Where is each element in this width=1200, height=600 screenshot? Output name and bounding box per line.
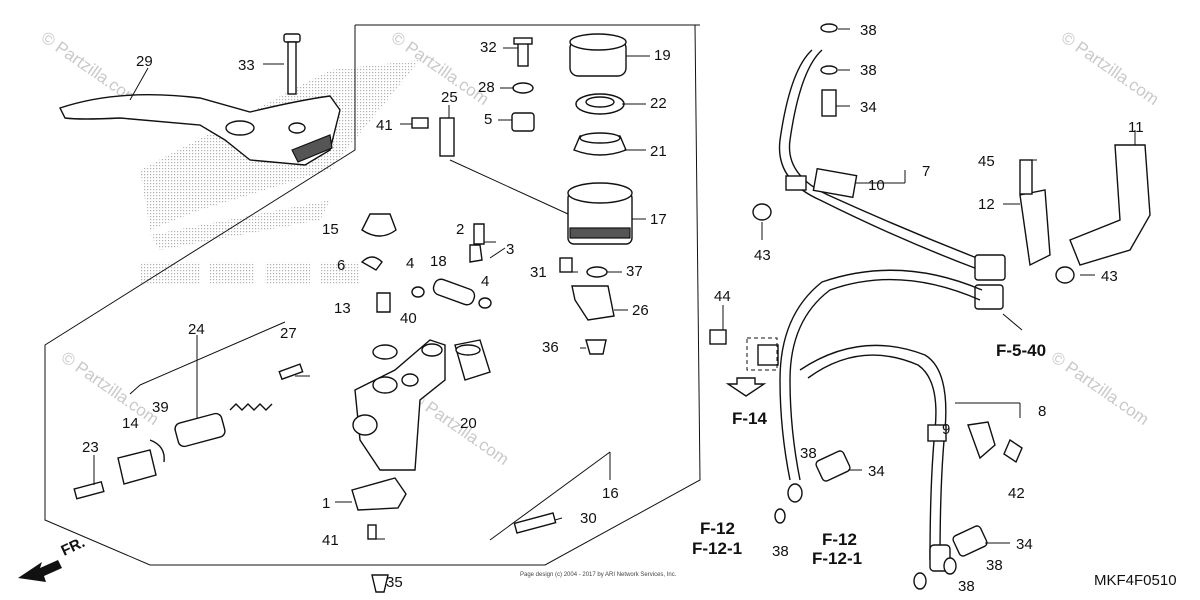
callout-36: 36 [542, 339, 559, 356]
callout-14: 14 [122, 415, 139, 432]
reservoir-diaphragm[interactable] [573, 132, 627, 156]
callout-20: 20 [460, 415, 477, 432]
master-cylinder-body[interactable] [352, 339, 446, 471]
callout-7: 7 [922, 163, 930, 180]
callout-28: 28 [478, 79, 495, 96]
callout-22: 22 [650, 95, 667, 112]
callout-38: 38 [772, 543, 789, 560]
callout-labels: 29 33 41 25 32 19 28 22 5 21 17 15 2 3 6… [82, 22, 1144, 595]
reservoir-hardware[interactable] [511, 37, 608, 278]
pivot-bolt[interactable] [283, 33, 301, 95]
ref-f12-1: F-12-1 [692, 539, 742, 558]
callout-15: 15 [322, 221, 339, 238]
callout-39: 39 [152, 399, 169, 416]
callout-44: 44 [714, 288, 731, 305]
callout-24: 24 [188, 321, 205, 338]
diagram-code: MKF4F0510 [1094, 572, 1177, 589]
reference-labels: F-5-40 F-14 F-12 F-12-1 F-12 F-12-1 [692, 341, 1046, 568]
callout-12: 12 [978, 196, 995, 213]
callout-18: 18 [430, 253, 447, 270]
reservoir-cap[interactable] [569, 33, 627, 77]
front-label: FR. [59, 534, 88, 560]
piston-set[interactable] [73, 363, 304, 500]
assembly-outline [44, 24, 701, 566]
leader-lines [93, 28, 1136, 544]
callout-37: 37 [626, 263, 643, 280]
callout-13: 13 [334, 300, 351, 317]
callout-17: 17 [650, 211, 667, 228]
callout-34: 34 [860, 99, 877, 116]
callout-4: 4 [481, 273, 489, 290]
ref-f14: F-14 [732, 409, 768, 428]
bolt-41-top[interactable] [411, 117, 455, 157]
callout-30: 30 [580, 510, 597, 527]
callout-2: 2 [456, 221, 464, 238]
ref-f12: F-12 [700, 519, 735, 538]
callout-3: 3 [506, 241, 514, 258]
callout-43: 43 [1101, 268, 1118, 285]
banjo-bolts[interactable] [774, 23, 988, 590]
callout-38: 38 [958, 578, 975, 595]
callout-40: 40 [400, 310, 417, 327]
front-direction-arrow-icon [18, 560, 62, 582]
watermark-text: © Partzilla.com [1048, 348, 1153, 429]
callout-38: 38 [800, 445, 817, 462]
watermark-text: © Partzilla.com [58, 348, 163, 429]
callout-34: 34 [1016, 536, 1033, 553]
callout-5: 5 [484, 111, 492, 128]
callout-9: 9 [942, 421, 950, 438]
callout-8: 8 [1038, 403, 1046, 420]
callout-43: 43 [754, 247, 771, 264]
brand-logo-watermark [140, 60, 420, 284]
callout-33: 33 [238, 57, 255, 74]
callout-21: 21 [650, 143, 667, 160]
callout-42: 42 [1008, 485, 1025, 502]
reservoir-tank[interactable] [567, 182, 633, 245]
callout-38: 38 [986, 557, 1003, 574]
callout-32: 32 [480, 39, 497, 56]
ref-f12: F-12 [822, 530, 857, 549]
callout-16: 16 [602, 485, 619, 502]
callout-41: 41 [376, 117, 393, 134]
callout-27: 27 [280, 325, 297, 342]
watermark-text: © Partzilla.com [1058, 28, 1163, 109]
callout-23: 23 [82, 439, 99, 456]
callout-38: 38 [860, 62, 877, 79]
callout-6: 6 [337, 257, 345, 274]
callout-45: 45 [978, 153, 995, 170]
callout-34: 34 [868, 463, 885, 480]
nut-35[interactable] [371, 574, 389, 593]
callout-4: 4 [406, 255, 414, 272]
f14-marker [725, 337, 778, 397]
brake-lever[interactable] [59, 93, 341, 166]
reservoir-stopper-set[interactable] [360, 213, 397, 271]
hose-joint-bracket[interactable] [974, 144, 1151, 310]
hose-clamps-and-bolts[interactable] [709, 159, 1075, 464]
brake-hose-upper[interactable] [778, 49, 983, 271]
callout-41: 41 [322, 532, 339, 549]
callout-19: 19 [654, 47, 671, 64]
callout-35: 35 [386, 574, 403, 591]
reservoir-plate[interactable] [575, 93, 625, 115]
callout-1: 1 [322, 495, 330, 512]
callout-25: 25 [441, 89, 458, 106]
reservoir-bracket[interactable] [571, 285, 615, 355]
callout-10: 10 [868, 177, 885, 194]
brake-switch[interactable] [351, 477, 407, 540]
ref-f5-40: F-5-40 [996, 341, 1046, 360]
hose-and-fittings[interactable] [372, 223, 492, 360]
callout-31: 31 [530, 264, 547, 281]
ref-f12-1: F-12-1 [812, 549, 862, 568]
bolt-30[interactable] [513, 512, 557, 534]
callout-11: 11 [1128, 119, 1144, 136]
callout-38: 38 [860, 22, 877, 39]
callout-29: 29 [136, 53, 153, 70]
lever-bracket-clamp[interactable] [454, 339, 491, 381]
copyright-notice: Page design (c) 2004 - 2017 by ARI Netwo… [520, 572, 677, 578]
callout-26: 26 [632, 302, 649, 319]
